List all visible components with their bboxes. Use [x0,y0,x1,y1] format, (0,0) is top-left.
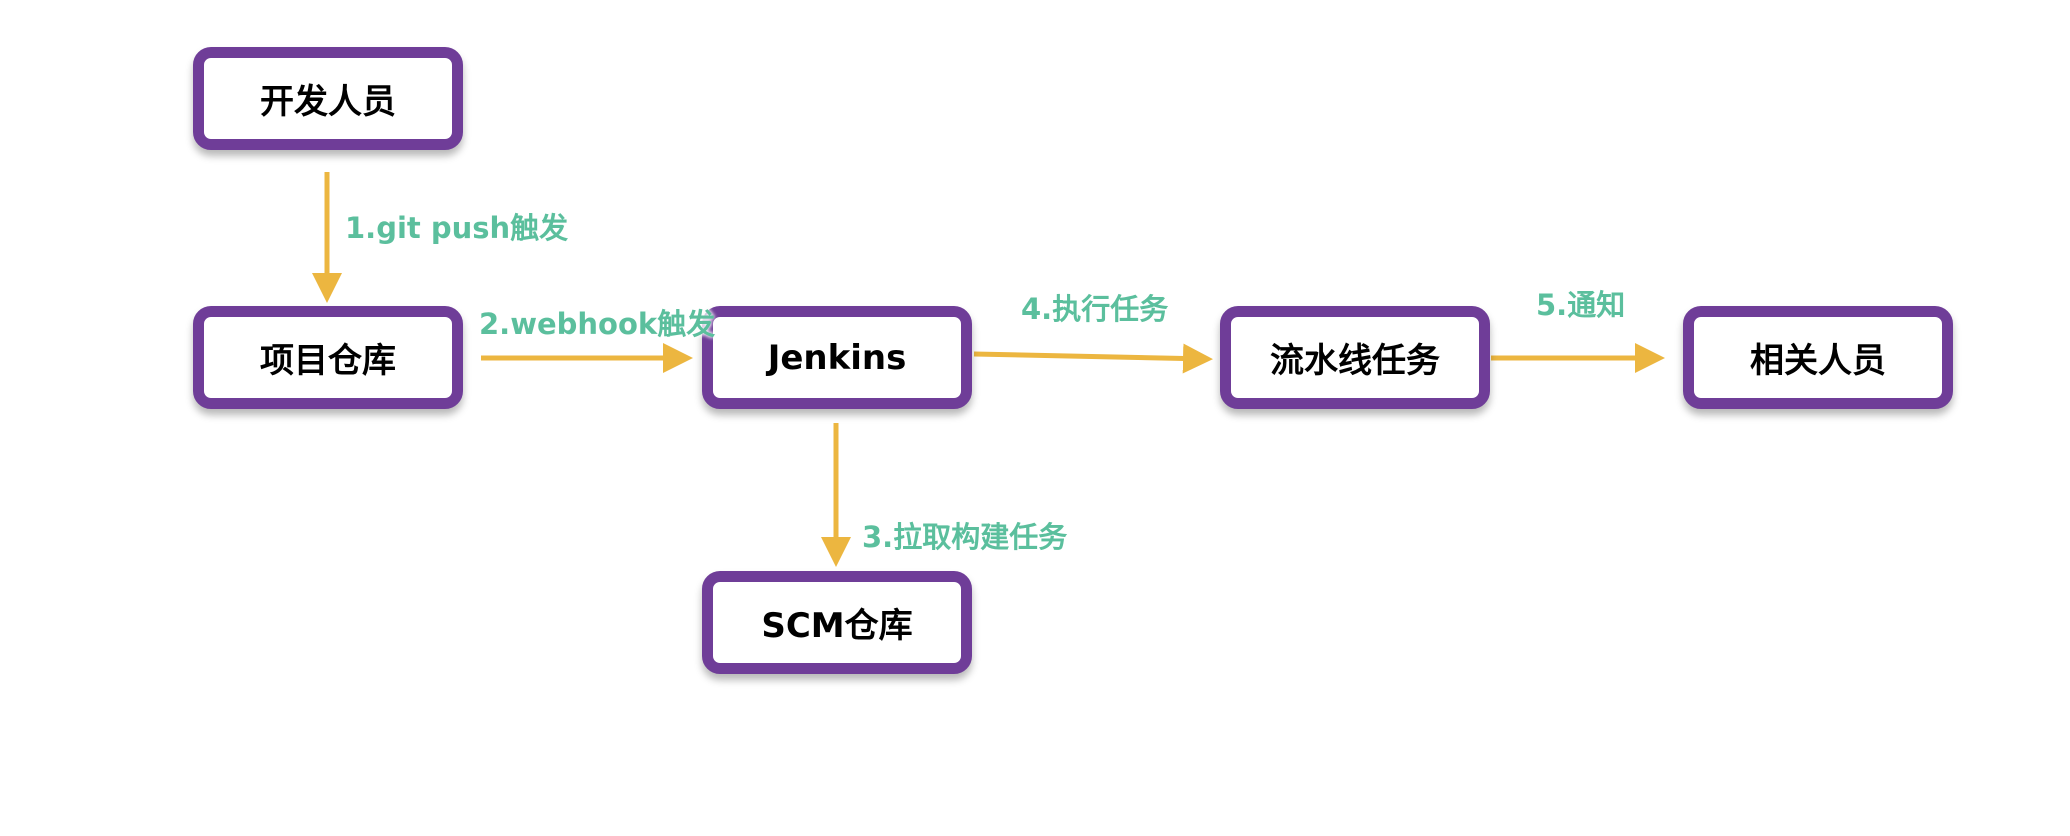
label-webhook: 2.webhook触发 [479,307,716,341]
node-pipeline-task: 流水线任务 [1220,306,1490,409]
node-related-people: 相关人员 [1683,306,1953,409]
arrow-jenkins-to-pipeline [973,343,1213,374]
node-developer: 开发人员 [193,47,463,150]
label-pull-build: 3.拉取构建任务 [862,520,1068,554]
label-git-push: 1.git push触发 [345,211,569,245]
label-notify: 5.通知 [1536,288,1626,322]
node-project-repo: 项目仓库 [193,306,463,409]
node-scm-repo: SCM仓库 [702,571,972,674]
node-jenkins: Jenkins [702,306,972,409]
label-execute: 4.执行任务 [1021,292,1169,326]
